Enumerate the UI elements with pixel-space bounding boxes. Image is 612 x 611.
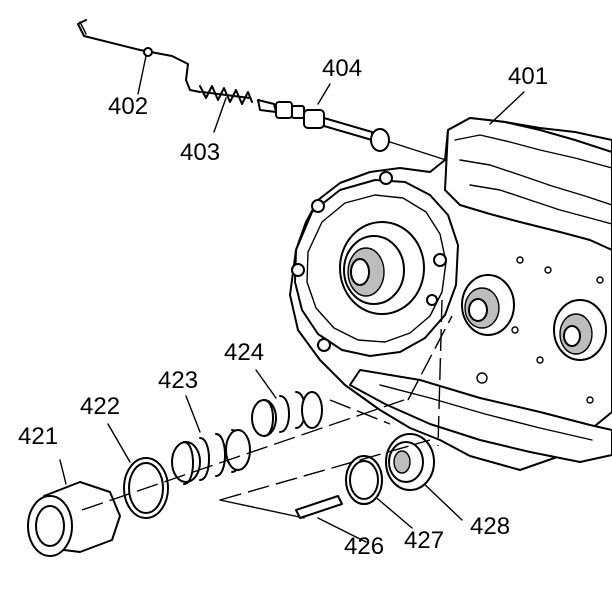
detent-spring — [199, 85, 253, 105]
callout-402: 402 — [108, 93, 148, 120]
callout-404: 404 — [322, 55, 362, 82]
callout-424: 424 — [224, 339, 264, 366]
callout-421: 421 — [18, 423, 58, 450]
shift-valve — [257, 99, 390, 152]
snap-ring — [345, 455, 383, 505]
callout-422: 422 — [80, 393, 120, 420]
detent-link-wire — [77, 19, 201, 93]
transmission-case — [289, 117, 612, 471]
servo-spring-outer — [171, 429, 251, 485]
callout-401: 401 — [508, 63, 548, 90]
servo-piston — [385, 433, 435, 491]
servo-spring-inner — [251, 391, 323, 437]
callout-403: 403 — [180, 139, 220, 166]
callout-423: 423 — [158, 367, 198, 394]
callout-427: 427 — [404, 527, 444, 554]
leader-lines — [59, 55, 525, 543]
servo-pin — [295, 495, 343, 519]
servo-cover — [27, 481, 121, 557]
callout-labels: 401 402 403 404 421 422 423 424 426 427 … — [18, 55, 548, 560]
callout-428: 428 — [470, 513, 510, 540]
callout-426: 426 — [344, 533, 384, 560]
alignment-lines — [81, 299, 453, 519]
